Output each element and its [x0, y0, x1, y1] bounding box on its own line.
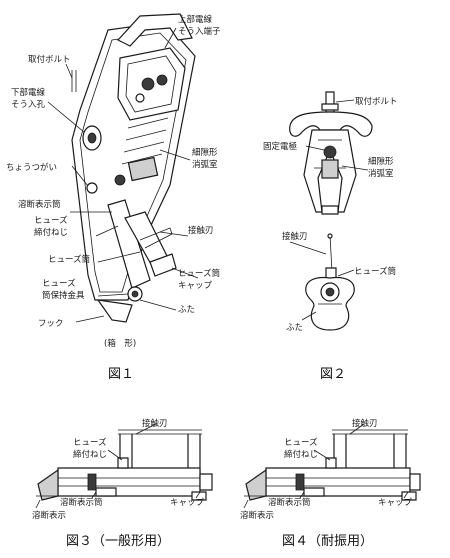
- fig2-fuse-tube-label: ヒューズ筒: [354, 266, 396, 277]
- fig4-cap-label: キャップ: [378, 498, 413, 508]
- fig1-contact-blade-label: 接触刃: [188, 225, 214, 236]
- fig1-hinge-label: ちょうつがい: [6, 162, 57, 173]
- fig4-contact-blade-label: 接触刃: [352, 418, 378, 429]
- fig1-box-type-label: (箱 形): [104, 338, 136, 349]
- fig3-fuse-screw-label-2: 締付ねじ: [73, 449, 107, 460]
- fig1-fuse-cap-label-2: キャップ: [178, 281, 213, 291]
- fig4-fuse-screw-label-1: ヒューズ: [284, 437, 318, 448]
- fig1-hook-label: フック: [38, 319, 64, 329]
- fig3-contact-blade-label: 接触刃: [142, 418, 168, 429]
- fig1-arc-chamber-label-2: 消弧室: [192, 159, 218, 170]
- figure-4-vibration-proof-fuse: [243, 423, 421, 509]
- fig1-fuse-holder-label-1: ヒューズ: [42, 278, 76, 289]
- fig2-arc-chamber-label-2: 消弧室: [368, 168, 394, 179]
- fig1-bottom-wire-label-1: 下部電線: [11, 87, 46, 98]
- fig2-fixed-electrode-label: 固定電極: [263, 141, 298, 152]
- fig1-fuse-screw-label-2: 締付ねじ: [34, 227, 68, 238]
- fig1-top-wire-label-1: 上部電線: [178, 14, 213, 25]
- fig1-caption: 図１: [108, 367, 134, 382]
- fig1-arc-chamber-label-1: 細隙形: [192, 147, 218, 158]
- fig1-top-wire-label-2: そう入端子: [178, 26, 221, 37]
- fig1-fuse-screw-label-1: ヒューズ: [34, 215, 68, 226]
- fig1-fuse-holder-label-2: 筒保持金具: [42, 290, 85, 301]
- fig4-blown-indicator-tube-label: 溶断表示筒: [268, 497, 311, 508]
- fig1-mount-bolt-label: 取付ボルト: [28, 54, 71, 65]
- fig4-fuse-screw-label-2: 締付ねじ: [284, 449, 318, 460]
- fig1-bottom-wire-label-2: そう入孔: [11, 100, 46, 110]
- fig4-caption: 図４（耐振用）: [282, 534, 373, 549]
- fig2-arc-chamber-label-1: 細隙形: [368, 156, 394, 167]
- fig1-lid-label: ふた: [178, 305, 195, 315]
- fig3-cap-label: キャップ: [170, 498, 205, 508]
- fig3-fuse-screw-label-1: ヒューズ: [73, 437, 107, 448]
- fig1-fuse-tube-label: ヒューズ筒: [48, 254, 90, 265]
- fig3-blown-indicator-label: 溶断表示: [32, 510, 66, 521]
- fig2-lid-label: ふた: [286, 323, 303, 333]
- fig3-blown-indicator-tube-label: 溶断表示筒: [60, 497, 103, 508]
- fig3-caption: 図３（一般形用）: [66, 533, 170, 549]
- figure-2-front-view: [289, 91, 373, 331]
- fig4-blown-indicator-label: 溶断表示: [240, 510, 274, 521]
- fig1-blown-indicator-label: 溶断表示筒: [18, 199, 61, 210]
- fig2-mount-bolt-label: 取付ボルト: [355, 96, 398, 107]
- fig2-caption: 図２: [320, 367, 346, 382]
- fig2-contact-blade-label: 接触刃: [282, 231, 308, 242]
- fig1-fuse-cap-label-1: ヒューズ筒: [178, 268, 220, 279]
- figure-3-general-fuse: [35, 423, 213, 509]
- figure-1-box-cutout: [47, 13, 199, 323]
